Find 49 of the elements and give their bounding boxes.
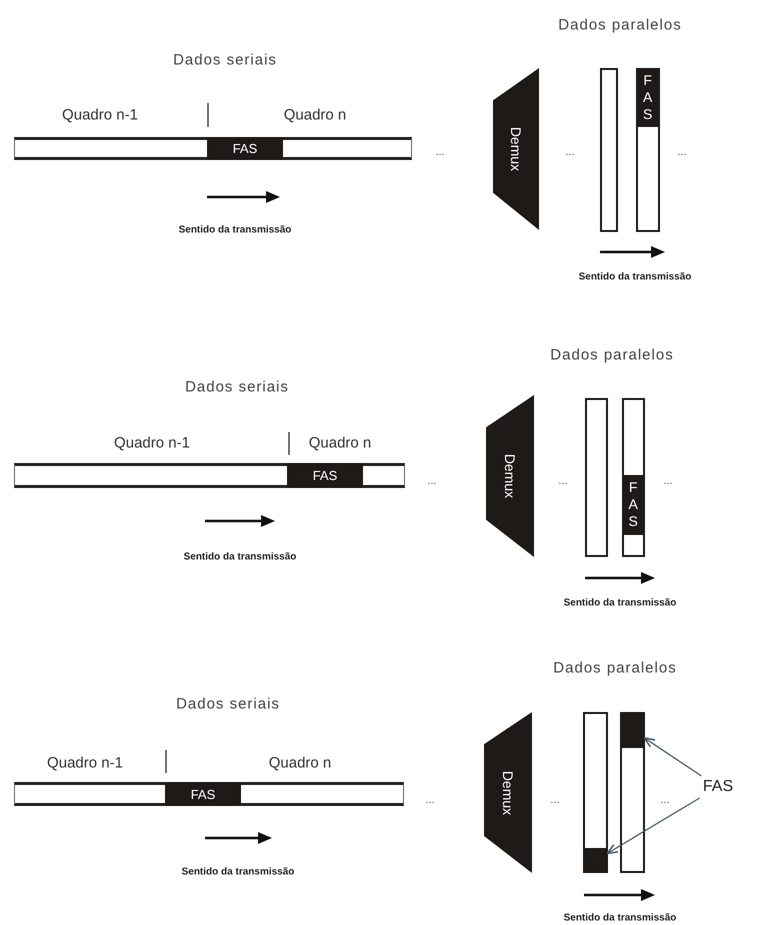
serial-data-bar — [14, 137, 412, 160]
ellipsis: ... — [558, 475, 568, 487]
ellipsis: ... — [677, 146, 687, 158]
demux-block: Demux — [484, 712, 532, 873]
parallel-data-column — [583, 712, 608, 873]
fas-block — [620, 712, 645, 748]
parallel-data-column — [600, 68, 618, 232]
fas-block: FAS — [287, 463, 363, 488]
callout-label: FAS — [698, 776, 738, 798]
direction-caption: Sentido da transmissão — [178, 224, 292, 236]
frame-label: Quadro n-1 — [114, 434, 190, 452]
direction-caption: Sentido da transmissão — [564, 598, 676, 608]
serial-data-bar — [14, 463, 405, 488]
fas-block: FAS — [636, 68, 660, 127]
direction-caption: Sentido da transmissão — [564, 912, 676, 924]
parallel-data-column — [622, 398, 645, 557]
fas-block — [582, 848, 608, 873]
frame-label: Quadro n — [284, 106, 346, 124]
ellipsis: ... — [435, 146, 445, 158]
direction-caption: Sentido da transmissão — [182, 866, 294, 878]
diagram-heading: Dados paralelos — [558, 16, 682, 34]
leader-line — [643, 736, 702, 777]
demux-block: Demux — [493, 68, 539, 230]
ellipsis: ... — [425, 794, 435, 806]
diagram-heading: Dados seriais — [173, 52, 277, 68]
diagram-heading: Dados seriais — [185, 378, 289, 396]
fas-block: FAS — [207, 137, 283, 160]
frame-label: Quadro n — [308, 434, 372, 452]
direction-caption: Sentido da transmissão — [578, 272, 692, 282]
diagram-heading: Dados paralelos — [550, 346, 674, 364]
ellipsis: ... — [565, 146, 575, 158]
direction-caption: Sentido da transmissão — [184, 552, 296, 562]
parallel-data-column — [620, 712, 645, 873]
frame-label: Quadro n-1 — [47, 754, 123, 772]
frame-label: Quadro n — [268, 754, 332, 772]
ellipsis: ... — [427, 475, 437, 487]
parallel-data-column — [585, 398, 608, 557]
frame-label: Quadro n-1 — [62, 106, 138, 124]
parallel-data-column — [636, 68, 660, 232]
diagram-heading: Dados seriais — [176, 696, 280, 712]
demux-block: Demux — [486, 395, 534, 557]
leader-line — [606, 797, 700, 854]
ellipsis: ... — [550, 794, 560, 806]
fas-block: FAS — [165, 782, 241, 806]
ellipsis: ... — [660, 794, 670, 806]
diagram-heading: Dados paralelos — [553, 660, 677, 676]
ellipsis: ... — [663, 475, 673, 487]
serial-data-bar — [14, 782, 404, 806]
fas-block: FAS — [622, 474, 645, 535]
